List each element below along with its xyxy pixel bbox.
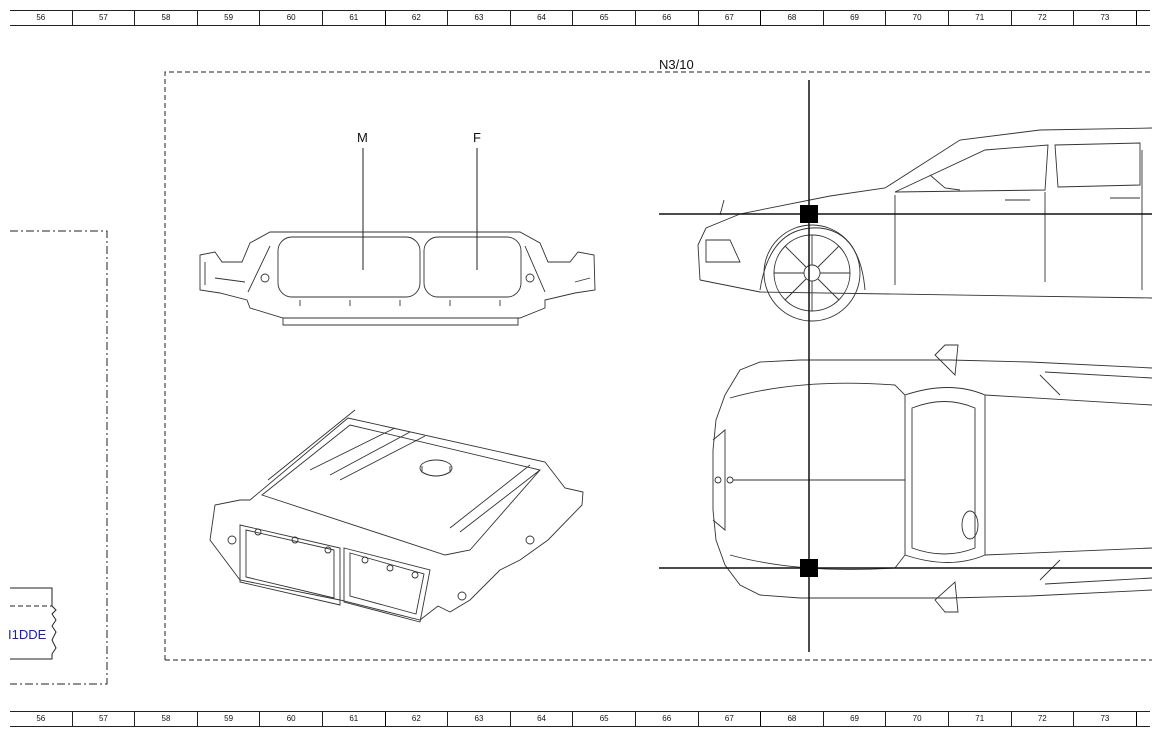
- ruler-cell: 64: [511, 712, 574, 726]
- ruler-cell: 70: [886, 712, 949, 726]
- ruler-cell: 61: [323, 11, 386, 25]
- ruler-cell: 70: [886, 11, 949, 25]
- ruler-cell: 56: [10, 712, 73, 726]
- ecu-front-view-icon: [199, 231, 596, 326]
- car-side-view-icon: [697, 127, 1153, 322]
- ruler-cell: 61: [323, 712, 386, 726]
- ruler-cell: 58: [135, 712, 198, 726]
- ruler-cell: 66: [636, 11, 699, 25]
- component-frame: [164, 71, 1152, 660]
- ruler-cell: 68: [761, 11, 824, 25]
- ruler-cell: 73: [1074, 11, 1137, 25]
- ruler-cell: 59: [198, 11, 261, 25]
- ruler-cell: 62: [386, 11, 449, 25]
- ruler-cell: 63: [448, 712, 511, 726]
- ruler-cell: 72: [1012, 11, 1075, 25]
- ruler-cell: 72: [1012, 712, 1075, 726]
- ruler-cell: 59: [198, 712, 261, 726]
- ruler-cell: 67: [699, 11, 762, 25]
- connector-f-label: F: [473, 130, 481, 145]
- car-top-view-icon: [712, 344, 1153, 613]
- location-marker-icon: [800, 205, 818, 223]
- ruler-cell: 65: [573, 11, 636, 25]
- ruler-cell: 62: [386, 712, 449, 726]
- left-inner-box: [10, 587, 57, 660]
- ruler-cell: 64: [511, 11, 574, 25]
- ruler-cell: 63: [448, 11, 511, 25]
- ruler-cell: 66: [636, 712, 699, 726]
- ruler-cell: 71: [949, 712, 1012, 726]
- ruler-cell: 69: [824, 712, 887, 726]
- ruler-cell: 57: [73, 11, 136, 25]
- ruler-cell: 68: [761, 712, 824, 726]
- ruler-cell: 69: [824, 11, 887, 25]
- ruler-cell: 57: [73, 712, 136, 726]
- component-label: N3/10: [659, 57, 694, 72]
- ruler-cell: 65: [573, 712, 636, 726]
- ruler-cell: 56: [10, 11, 73, 25]
- ruler-cell: 60: [260, 11, 323, 25]
- ruler-cell: 71: [949, 11, 1012, 25]
- ruler-cell: 58: [135, 11, 198, 25]
- connector-m-label: M: [357, 130, 368, 145]
- location-marker-icon: [800, 559, 818, 577]
- ruler-cell: 73: [1074, 712, 1137, 726]
- ruler-cell: 60: [260, 712, 323, 726]
- left-box-link-label[interactable]: I1DDE: [8, 627, 47, 642]
- ecu-isometric-view-icon: [209, 409, 584, 623]
- left-module-frame: [10, 230, 108, 685]
- ruler-cell: 67: [699, 712, 762, 726]
